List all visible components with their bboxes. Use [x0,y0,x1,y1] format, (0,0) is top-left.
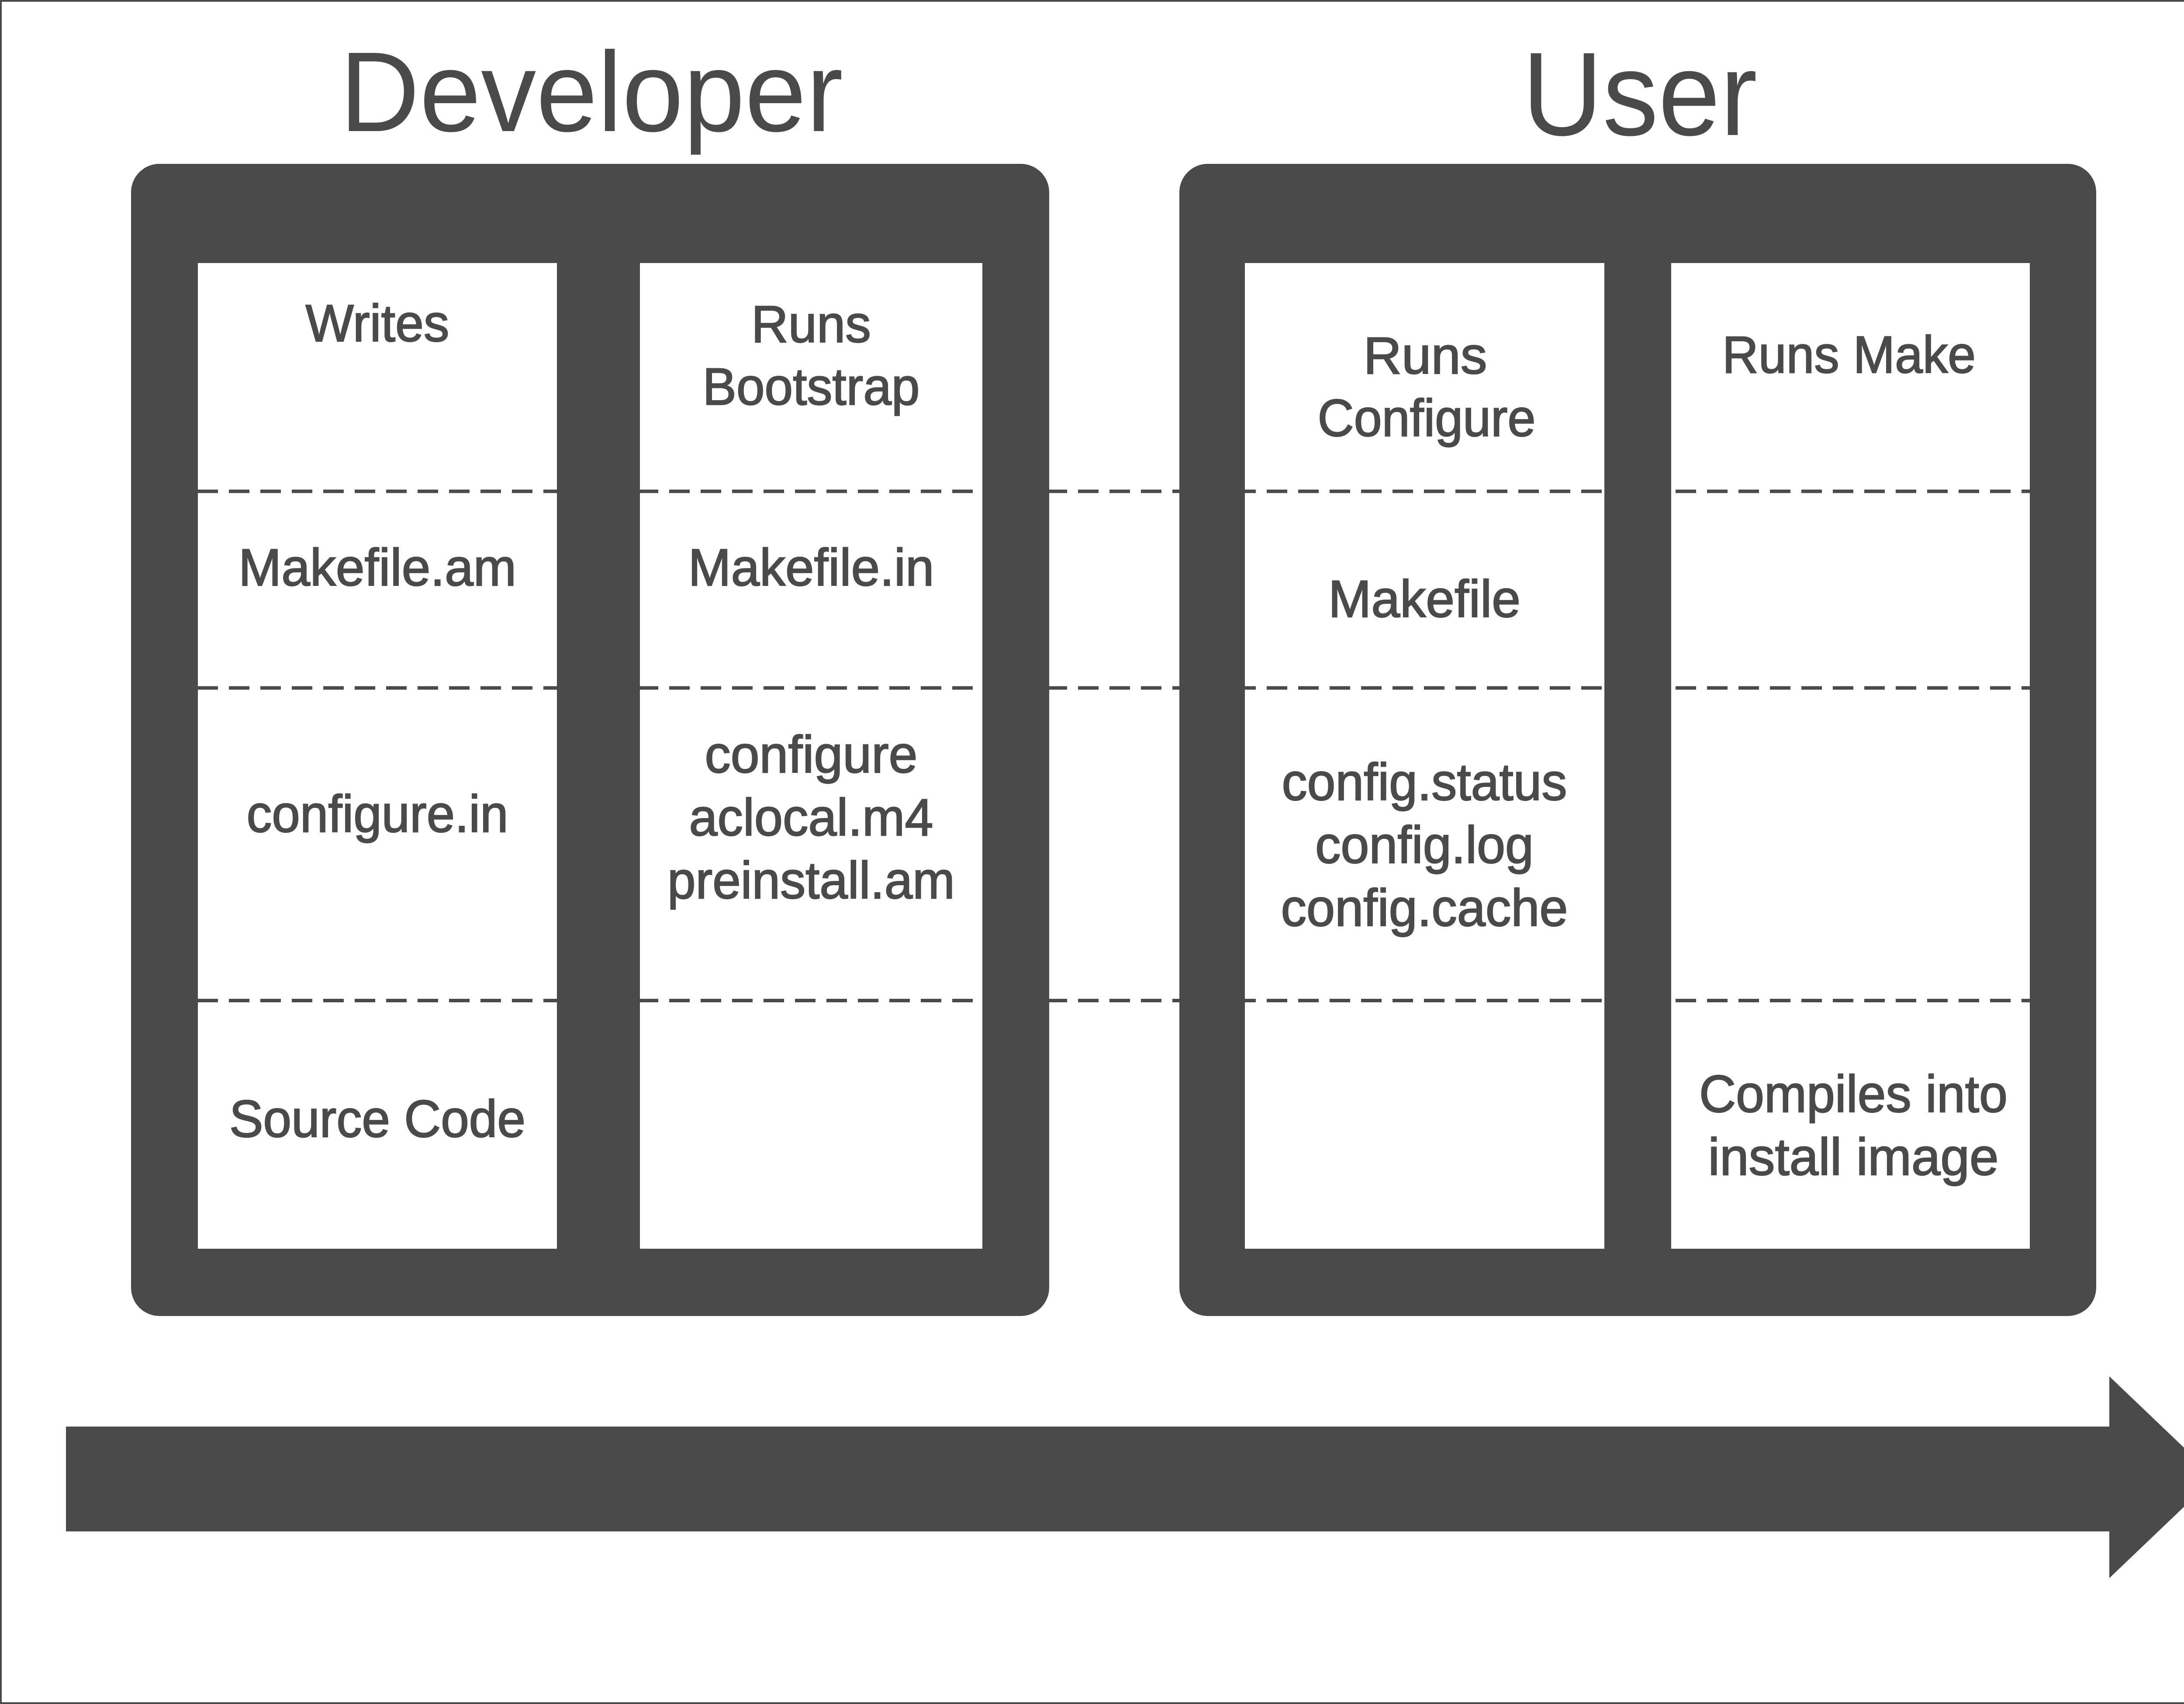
svg-text:configure.in: configure.in [247,785,508,843]
svg-text:Bootstrap: Bootstrap [703,357,920,416]
svg-text:configure: configure [705,725,918,784]
svg-text:config.status: config.status [1282,753,1567,811]
svg-text:Runs: Runs [751,295,871,353]
svg-text:Runs Make: Runs Make [1722,326,1976,384]
svg-text:Configure: Configure [1318,389,1536,447]
svg-text:config.cache: config.cache [1281,879,1568,937]
svg-text:Developer: Developer [340,29,843,156]
svg-text:Runs: Runs [1364,326,1487,385]
svg-text:preinstall.am: preinstall.am [667,851,955,910]
svg-text:Makefile.am: Makefile.am [238,538,516,597]
svg-text:Writes: Writes [306,294,449,353]
svg-text:config.log: config.log [1315,816,1534,874]
svg-text:Source Code: Source Code [229,1090,525,1148]
svg-text:Makefile: Makefile [1328,570,1521,628]
svg-text:User: User [1522,28,1757,160]
svg-text:aclocal.m4: aclocal.m4 [689,788,933,847]
svg-text:Makefile.in: Makefile.in [688,538,934,597]
svg-text:install image: install image [1708,1128,1999,1186]
svg-text:Compiles into: Compiles into [1699,1065,2008,1123]
